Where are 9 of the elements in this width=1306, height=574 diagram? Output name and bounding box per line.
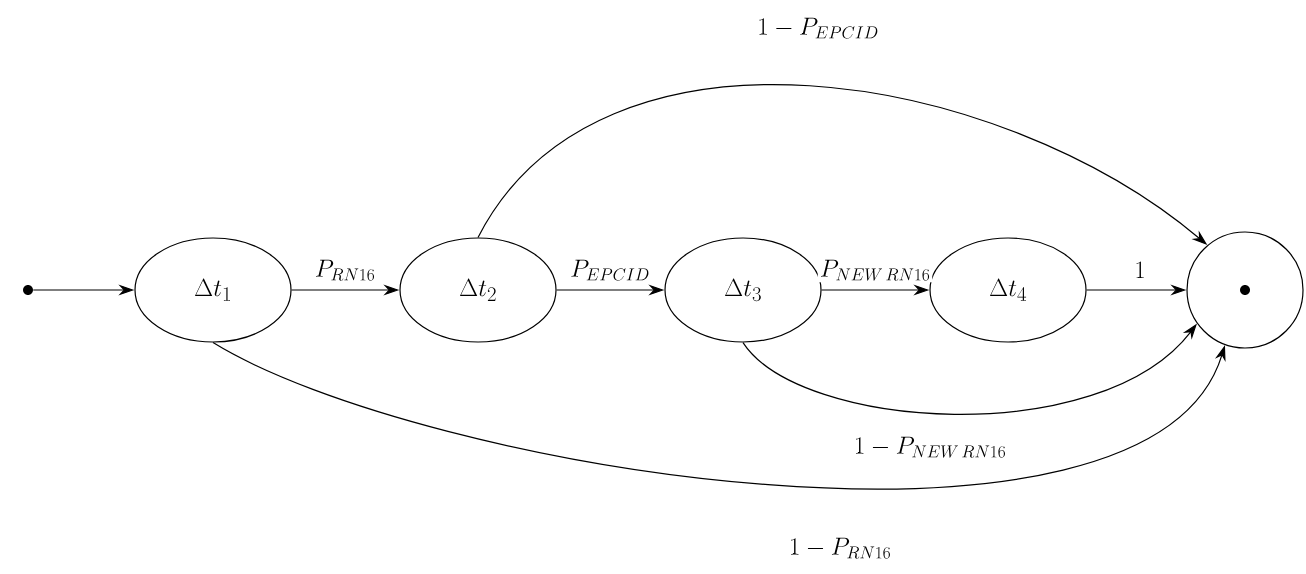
edge-label: $1$: [1132, 260, 1148, 280]
edge-label: $P_{NEW\,RN16}$: [817, 257, 933, 283]
edge-label: $1 - P_{NEW\,RN16}$: [851, 434, 1009, 460]
end-state-circle: [1186, 231, 1304, 349]
edge-label: $P_{EPCID}$: [568, 257, 652, 283]
edge-label: $1 - P_{RN16}$: [786, 535, 894, 561]
arrow: [212, 342, 1226, 490]
edge-label: $1 - P_{EPCID}$: [755, 15, 881, 41]
edge-label: $P_{RN16}$: [312, 257, 378, 283]
